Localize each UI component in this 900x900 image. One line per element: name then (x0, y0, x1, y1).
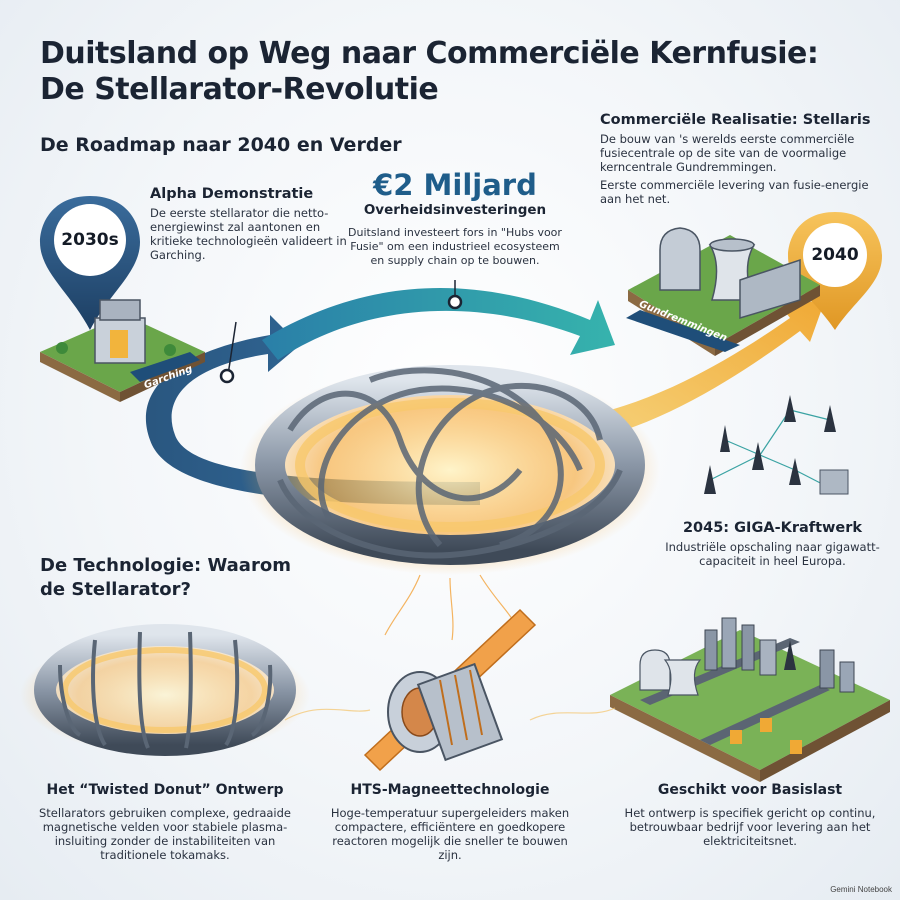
technology-title: De Technologie: Waarom de Stellarator? (40, 555, 291, 600)
timeline-marker-investment (447, 280, 463, 310)
twisted-heading: Het “Twisted Donut” Ontwerp (46, 782, 284, 798)
timeline-marker-alpha (219, 321, 237, 384)
garching-facility-icon (40, 299, 205, 402)
alpha-text: De eerste stellarator die netto-energiew… (150, 206, 347, 262)
stellaris-section: Commerciële Realisatie: Stellaris De bou… (600, 112, 885, 206)
energy-flow-lines (284, 707, 616, 721)
roadmap-title: De Roadmap naar 2040 en Verder (40, 134, 402, 156)
baseload-city-icon (610, 617, 890, 782)
hts-section: HTS-Magneettechnologie Hoge-temperatuur … (330, 782, 570, 862)
stellaris-pin-label: 2040 (811, 245, 859, 265)
alpha-section: Alpha Demonstratie De eerste stellarator… (150, 186, 350, 262)
alpha-pin-label: 2030s (61, 230, 119, 250)
baseload-text: Het ontwerp is specifiek gericht op cont… (624, 806, 876, 848)
baseload-heading: Geschikt voor Basislast (657, 782, 843, 798)
map-pin-2030s-icon (40, 196, 140, 330)
investment-heading: Overheidsinvesteringen (363, 202, 547, 218)
stellaris-text-2: Eerste commerciële levering van fusie-en… (600, 178, 869, 206)
main-title: Duitsland op Weg naar Commerciële Kernfu… (40, 36, 819, 107)
stellaris-heading: Commerciële Realisatie: Stellaris (600, 112, 871, 128)
investment-amount: €2 Miljard (373, 168, 537, 202)
investment-section: €2 Miljard Overheidsinvesteringen Duitsl… (345, 168, 565, 268)
twisted-donut-section: Het “Twisted Donut” Ontwerp Stellarators… (30, 782, 300, 862)
hts-text: Hoge-temperatuur supergeleiders maken co… (330, 806, 570, 862)
watermark: Gemini Notebook (830, 885, 892, 894)
twisted-text: Stellarators gebruiken complexe, gedraai… (38, 806, 291, 862)
roadmap-arrow-teal (262, 287, 615, 360)
transmission-towers-icon (704, 395, 849, 495)
investment-text: Duitsland investeert fors in "Hubs voor … (348, 226, 562, 267)
giga-heading: 2045: GIGA-Kraftwerk (682, 520, 863, 536)
alpha-heading: Alpha Demonstratie (150, 186, 314, 202)
giga-section: 2045: GIGA-Kraftwerk Industriële opschal… (655, 520, 890, 568)
roadmap-arrow-gold (590, 300, 825, 438)
hts-heading: HTS-Magneettechnologie (350, 782, 550, 798)
stellarator-device-icon (240, 365, 660, 641)
stellaris-text-1: De bouw van 's werelds eerste commerciël… (600, 132, 855, 174)
giga-text: Industriële opschaling naar gigawatt-cap… (665, 540, 880, 568)
hts-magnet-icon (363, 608, 537, 772)
baseload-section: Geschikt voor Basislast Het ontwerp is s… (615, 782, 885, 848)
gundremmingen-plant-icon (626, 227, 820, 356)
twisted-donut-icon (20, 624, 310, 756)
